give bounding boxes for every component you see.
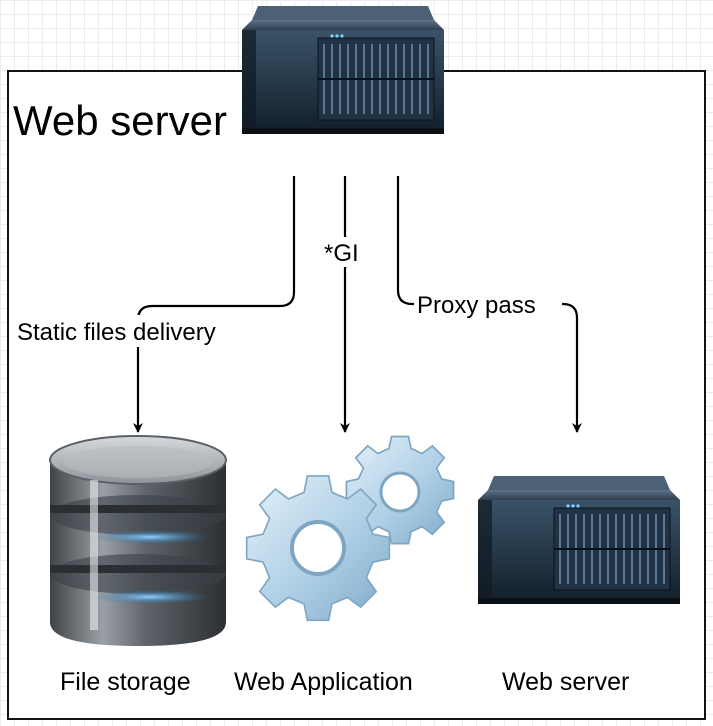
edge-label-static-files: Static files delivery — [17, 319, 216, 346]
edge-label-gi: *GI — [324, 240, 359, 267]
container-title: Web server — [13, 97, 227, 144]
gears-icon — [245, 435, 455, 622]
server-rack-icon — [477, 475, 681, 605]
node-label-web-application: Web Application — [234, 668, 413, 696]
server-rack-icon — [241, 5, 445, 135]
node-label-web-server: Web server — [502, 668, 629, 696]
node-label-file-storage: File storage — [60, 668, 191, 696]
database-icon — [49, 435, 227, 646]
edge-static-files — [133, 176, 296, 433]
edge-label-proxy-pass: Proxy pass — [417, 292, 536, 319]
edge-static-files-line — [133, 176, 296, 433]
